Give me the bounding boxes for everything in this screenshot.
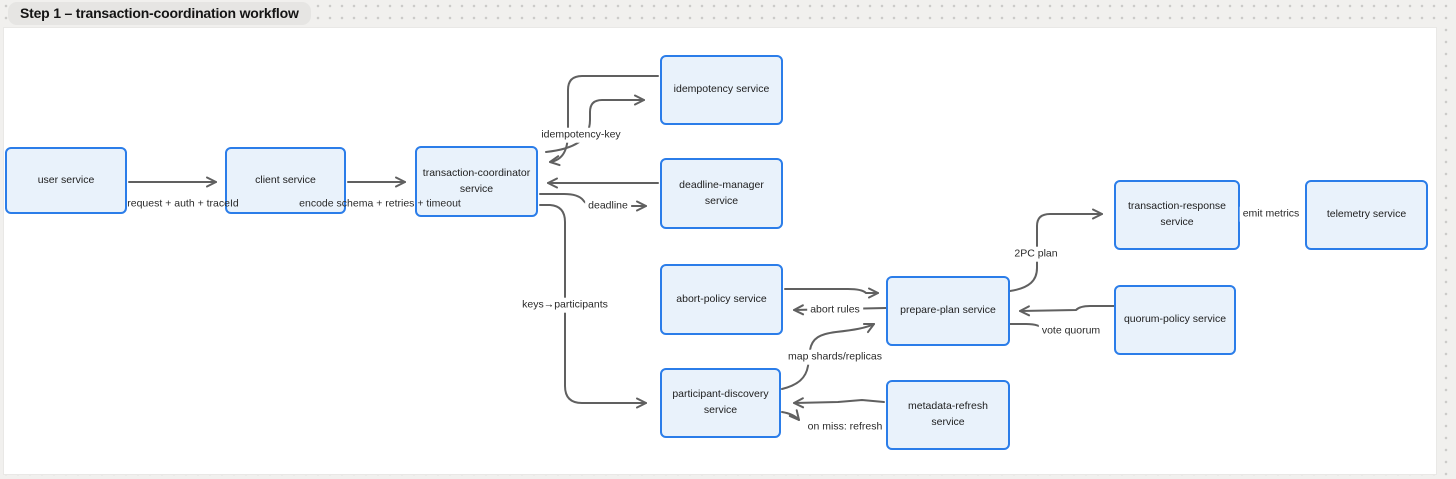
node-label-quorum-policy-service: quorum-policy service [1123,313,1227,326]
node-label-participant-discovery-service: participant-discovery service [672,388,769,416]
node-transaction-response-service[interactable]: transaction-response service [1114,180,1240,250]
node-label-transaction-coordinator-service: transaction-coordinator service [422,166,531,195]
edge-label-vote-quorum: vote quorum [1038,323,1104,339]
node-telemetry-service[interactable]: telemetry service [1305,180,1428,250]
edge-label-request: request + auth + traceId [127,197,239,210]
node-abort-policy-service[interactable]: abort-policy service [660,264,783,335]
edge-label-encode: encode schema + retries + timeout [299,197,461,210]
node-label-idempotency-service: idempotency service [673,83,770,96]
edge-label-deadline: deadline [585,198,631,214]
node-transaction-coordinator-service[interactable]: transaction-coordinator service [415,146,538,217]
node-label-deadline-manager-service: deadline-manager service [679,178,764,207]
node-label-user-service: user service [37,173,95,186]
node-label-metadata-refresh-service: metadata-refresh service [908,400,988,428]
node-label-abort-policy-service: abort-policy service [676,292,767,305]
node-label-prepare-plan-service: prepare-plan service [900,304,996,317]
node-user-service[interactable]: user service [5,147,127,214]
edge-label-abort-rules: abort rules [807,302,863,318]
edge-label-map-shards-replicas: map shards/replicas [785,349,885,365]
node-quorum-policy-service[interactable]: quorum-policy service [1114,285,1236,355]
edge-label-on-miss-refresh: on miss: refresh [804,419,886,435]
node-label-client-service: client service [255,173,316,186]
edge-label-two-pc-plan: 2PC plan [1011,246,1061,262]
node-idempotency-service[interactable]: idempotency service [660,55,783,125]
node-deadline-manager-service[interactable]: deadline-manager service [660,158,783,229]
edge-label-keys-participants: keys→participants [519,297,611,313]
node-metadata-refresh-service[interactable]: metadata-refresh service [886,380,1010,450]
edge-label-emit-metrics: emit metrics [1239,206,1303,222]
node-label-telemetry-service: telemetry service [1326,208,1407,221]
node-participant-discovery-service[interactable]: participant-discovery service [660,368,781,438]
diagram-title[interactable]: Step 1 – transaction-coordination workfl… [8,2,311,25]
node-prepare-plan-service[interactable]: prepare-plan service [886,276,1010,346]
node-label-transaction-response-service: transaction-response service [1127,200,1227,228]
edge-label-idempotency-key: idempotency-key [538,127,624,143]
node-client-service[interactable]: client service [225,147,346,214]
